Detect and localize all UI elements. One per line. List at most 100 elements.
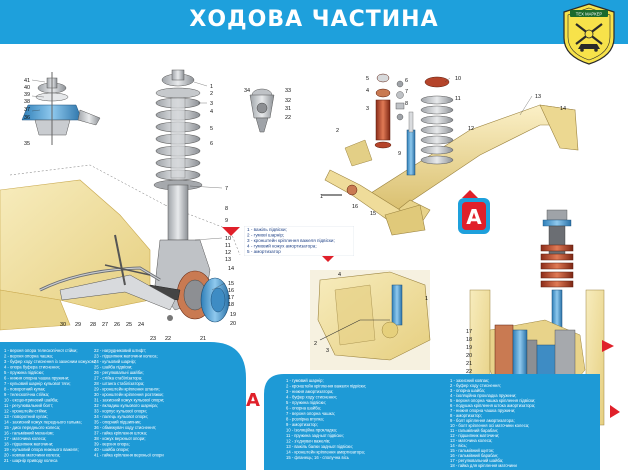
callout: 21 <box>200 336 206 342</box>
callout: 19 <box>230 312 236 318</box>
legend-line: 13 - важіль балки задньої підвіски; <box>286 444 353 449</box>
legend-line: 8 - поворотний кулак; <box>4 387 45 392</box>
rear-legend-panel: 1 - гумовий шарнір; 2 - кронштейн кріпле… <box>264 374 600 470</box>
legend-line: 17 - регулювальний шайба; <box>450 458 503 463</box>
callout: 15 <box>370 211 376 217</box>
callout: 9 <box>398 151 401 157</box>
legend-line: 4 - ізоляційна прокладка пружини; <box>450 393 516 398</box>
legend-line: 15 - диск переднього колеса; <box>4 425 60 430</box>
legend-line: 3 - нижня амортизатора; <box>286 389 333 394</box>
legend-line: 5 - пружина підвіски; <box>286 400 326 405</box>
legend-line: 13 - поворотний кулак; <box>4 414 48 419</box>
legend-line: 31 - захисний кожух кульової опори; <box>94 398 164 403</box>
legend-line: 16 - гальмівний барабан; <box>450 453 498 458</box>
legend-line: 9 - болт кріплення амортизатора; <box>450 418 515 423</box>
callout: 22 <box>285 115 291 121</box>
rear-axle-illustration <box>322 73 579 236</box>
ball-joint-inset <box>249 88 275 133</box>
callout: 21 <box>466 361 472 367</box>
rear-legend-line: 3 - кронштейн кріплення важеля підвіски; <box>247 237 335 243</box>
callout: 35 <box>24 141 30 147</box>
legend-line: 38 - кожух верхньої опори; <box>94 436 146 441</box>
callout: 19 <box>466 345 472 351</box>
legend-line: 11 - пружина задньої підвіски; <box>286 433 344 438</box>
callout: 16 <box>228 288 234 294</box>
front-legend-panel: 1 - верхня опора телескопічної стійки; 2… <box>0 342 246 470</box>
callout: 10 <box>225 236 231 242</box>
callout: 39 <box>24 92 30 98</box>
callout: 15 <box>228 281 234 287</box>
logo-banner-text: ТЕХ МАРКЕР <box>576 12 603 17</box>
leader-lines <box>31 77 533 291</box>
legend-line: 29 - кронштейн кріплення штанги; <box>94 387 160 392</box>
legend-line: 15 - фланець; 16 - сполучна вісь <box>286 455 350 460</box>
legend-line: 37 - гайка кріплення штока; <box>94 431 147 436</box>
legend-line: 14 - вісь; <box>450 443 467 448</box>
legend-line: 7 - кульовий шарнір кульової тяги; <box>4 381 71 386</box>
legend-line: 3 - опорна шайба; <box>450 388 485 393</box>
callout: 16 <box>352 204 358 210</box>
callout: 14 <box>560 106 566 112</box>
callout: 37 <box>24 107 30 113</box>
callout: 32 <box>285 98 291 104</box>
callout: 18 <box>228 302 234 308</box>
callout: 3 <box>210 101 213 107</box>
callout: 3 <box>366 106 369 112</box>
callout: 31 <box>285 106 291 112</box>
legend-line: 40 - шайба опори; <box>94 447 129 452</box>
callout: 13 <box>225 257 231 263</box>
legend-line: 17 - маточина колеса; <box>4 436 46 441</box>
emblem-logo: ТЕХ МАРКЕР <box>560 2 618 66</box>
legend-line: 10 - ізоляційна прокладка; <box>286 428 337 433</box>
legend-line: 5 - пружина підвіски; <box>4 370 44 375</box>
legend-line: 2 - буфер ходу стиснення; <box>450 383 501 388</box>
legend-line: 4 - буфер ходу стиснення; <box>286 395 337 400</box>
legend-line: 9 - амортизатор; <box>286 422 318 427</box>
legend-line: 11 - гальмівний барабан; <box>450 428 498 433</box>
rear-legend-line: 5 - амортизатор <box>247 249 281 254</box>
page-title: ХОДОВА ЧАСТИНА <box>189 7 439 32</box>
legend-line: 23 - підшипник маточини колеса; <box>94 354 158 359</box>
callout: 2 <box>314 341 317 347</box>
callout: 22 <box>466 369 472 375</box>
legend-line: 14 - кронштейн кріплення амортизатора; <box>286 450 365 455</box>
callout: 5 <box>210 126 213 132</box>
arrow-right-icon <box>610 405 620 418</box>
legend-line: 1 - верхня опора телескопічної стійки; <box>4 348 78 353</box>
legend-line: 5 - верхня опорна чашка кріплення підвіс… <box>450 398 535 403</box>
callout: 41 <box>24 78 30 84</box>
arrow-down-icon <box>222 227 240 236</box>
callout: 11 <box>225 243 231 249</box>
marker-a-small-label: А <box>246 390 260 410</box>
legend-line: 10 - ексцентриковий шайба; <box>4 398 58 403</box>
callout: 2 <box>336 128 339 134</box>
legend-line: 19 - кульовий опора нижнього важеля; <box>4 447 79 452</box>
callout: 17 <box>228 295 234 301</box>
legend-line: 8 - розпірна втулка; <box>286 417 324 422</box>
marker-a-small: А <box>246 390 260 410</box>
legend-line: 8 - амортизатор; <box>450 413 482 418</box>
callout: 1 <box>320 194 323 200</box>
callout: 28 <box>90 322 96 328</box>
callout: 22 <box>165 336 171 342</box>
callout: 13 <box>535 94 541 100</box>
callout: 8 <box>225 206 228 212</box>
rear-legend-col1: 1 - гумовий шарнір; 2 - кронштейн кріпле… <box>286 378 366 460</box>
callout: 10 <box>455 76 461 82</box>
callout: 6 <box>210 141 213 147</box>
legend-line: 34 - палець кульової опори; <box>94 414 148 419</box>
legend-line: 28 - штанга стабілізатора; <box>94 381 144 386</box>
legend-line: 4 - опора буфера стиснення; <box>4 365 60 370</box>
legend-line: 6 - нижня опорна чашка пружини; <box>4 376 69 381</box>
callout: 4 <box>366 88 369 94</box>
legend-line: 1 - захисний ковпак; <box>450 378 489 383</box>
callout: 12 <box>225 250 231 256</box>
legend-line: 18 - гайка для кріплення маточини <box>450 463 517 468</box>
legend-line: 6 - опорна шайба; <box>286 406 321 411</box>
callout: 4 <box>338 272 341 278</box>
legend-line: 41 - гайка кріплення верхньої опори <box>94 453 164 458</box>
callout: 20 <box>466 353 472 359</box>
legend-line: 18 - підшипник маточини; <box>4 442 53 447</box>
callout: 23 <box>150 336 156 342</box>
callout: 18 <box>466 337 472 343</box>
